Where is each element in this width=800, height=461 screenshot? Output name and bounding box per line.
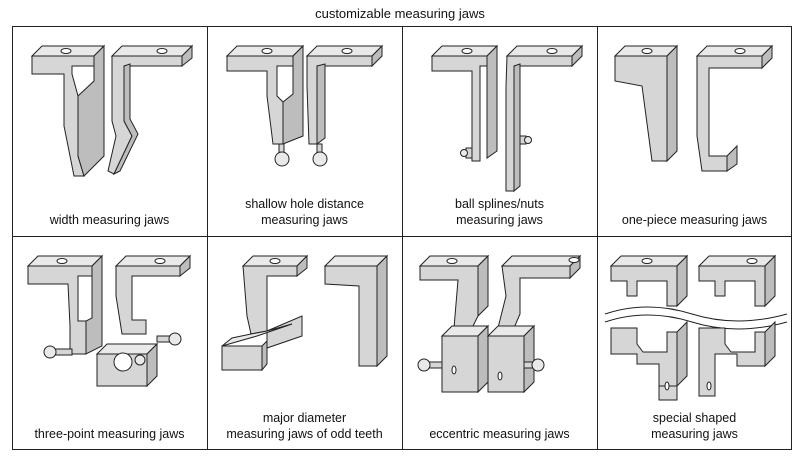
caption-line: eccentric measuring jaws xyxy=(429,427,570,441)
caption-line: width measuring jaws xyxy=(49,213,170,227)
eccentric-jaws-illustration xyxy=(417,254,582,394)
divider xyxy=(402,26,403,450)
caption-line: measuring jaws xyxy=(651,427,738,441)
ball-splines-jaws-illustration xyxy=(430,44,584,193)
diagram-title: customizable measuring jaws xyxy=(315,6,485,21)
divider xyxy=(12,236,792,237)
caption-line: special shaped xyxy=(652,411,737,425)
width-jaws-illustration xyxy=(30,44,194,177)
divider xyxy=(597,26,598,450)
caption-special-shaped: special shaped measuring jaws xyxy=(597,410,792,442)
cell-major-diameter: major diameter measuring jaws of odd tee… xyxy=(207,236,402,450)
caption-line: major diameter xyxy=(262,411,347,425)
caption-line: shallow hole distance xyxy=(245,197,364,211)
special-shaped-jaws-illustration xyxy=(604,254,788,401)
caption-width: width measuring jaws xyxy=(12,212,207,228)
divider xyxy=(207,26,208,450)
one-piece-jaws-illustration xyxy=(613,44,774,172)
three-point-jaws-illustration xyxy=(26,254,192,388)
caption-major-diameter: major diameter measuring jaws of odd tee… xyxy=(207,410,402,442)
caption-shallow-hole: shallow hole distance measuring jaws xyxy=(207,196,402,228)
cell-eccentric: eccentric measuring jaws xyxy=(402,236,597,450)
cell-width-measuring-jaws: width measuring jaws xyxy=(12,26,207,236)
cell-shallow-hole: shallow hole distance measuring jaws xyxy=(207,26,402,236)
caption-line: measuring jaws xyxy=(261,213,348,227)
caption-line: measuring jaws of odd teeth xyxy=(226,427,383,441)
cell-three-point: three-point measuring jaws xyxy=(12,236,207,450)
major-diameter-jaws-illustration xyxy=(221,254,389,372)
cell-special-shaped: special shaped measuring jaws xyxy=(597,236,792,450)
cell-ball-splines: ball splines/nuts measuring jaws xyxy=(402,26,597,236)
caption-line: ball splines/nuts xyxy=(455,197,544,211)
caption-three-point: three-point measuring jaws xyxy=(12,426,207,442)
caption-ball-splines: ball splines/nuts measuring jaws xyxy=(402,196,597,228)
shallow-hole-jaws-illustration xyxy=(225,44,384,167)
caption-one-piece: one-piece measuring jaws xyxy=(597,212,792,228)
caption-eccentric: eccentric measuring jaws xyxy=(402,426,597,442)
caption-line: one-piece measuring jaws xyxy=(621,213,768,227)
caption-line: three-point measuring jaws xyxy=(34,427,185,441)
cell-one-piece: one-piece measuring jaws xyxy=(597,26,792,236)
caption-line: measuring jaws xyxy=(456,213,543,227)
